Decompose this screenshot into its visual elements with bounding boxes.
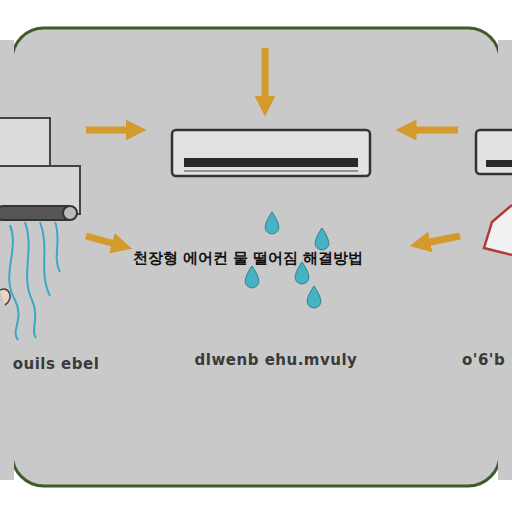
garbled-label: ouils ebel [13,355,100,373]
title: 천장형 에어컨 물 떨어짐 해결방법 [133,249,364,268]
ground-edge [498,40,512,480]
left-ac-unit [0,118,80,220]
right-ac-unit [476,130,512,255]
left-hand [0,289,10,305]
garbled-label: dlwenb ehu.mvuly [195,351,358,369]
frame [12,28,500,486]
center-ac-unit [172,130,370,176]
airflow-arrows [86,48,460,246]
garbled-label: o'6'b [462,351,505,369]
left-airflow [9,222,60,340]
